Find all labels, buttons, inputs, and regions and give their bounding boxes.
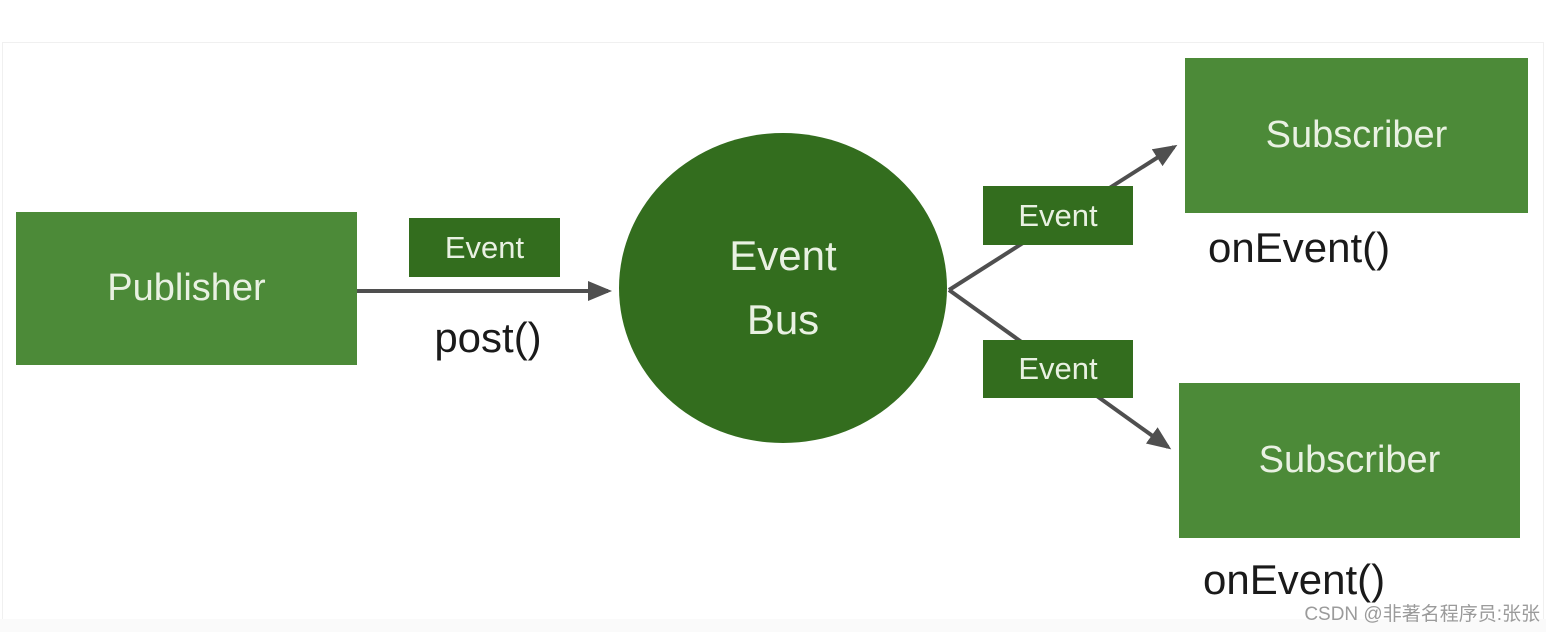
subscriber-box-bottom: Subscriber [1179,383,1520,538]
onevent-method-label-bottom: onEvent() [1203,556,1386,603]
subscriber-top-label: Subscriber [1265,114,1448,156]
event-label-top-right-text: Event [1018,197,1098,233]
post-method-label: post() [434,314,542,361]
event-bus-line1: Event [729,232,837,279]
subscriber-box-top: Subscriber [1185,58,1528,213]
event-bus-circle: Event Bus [619,133,947,443]
subscriber-bottom-label: Subscriber [1258,439,1441,481]
event-label-top-right: Event [983,186,1133,245]
publisher-label: Publisher [107,267,266,309]
event-label-bottom-right-text: Event [1018,351,1098,386]
publisher-box: Publisher [16,212,357,365]
onevent-method-label-top: onEvent() [1208,224,1391,271]
event-label-left-text: Event [444,229,525,265]
event-label-bottom-right: Event [983,340,1133,398]
bottom-strip [0,619,1546,632]
csdn-watermark: CSDN @非著名程序员:张张 [1304,604,1540,625]
event-label-left: Event [409,218,560,277]
event-bus-line2: Bus [746,296,820,343]
